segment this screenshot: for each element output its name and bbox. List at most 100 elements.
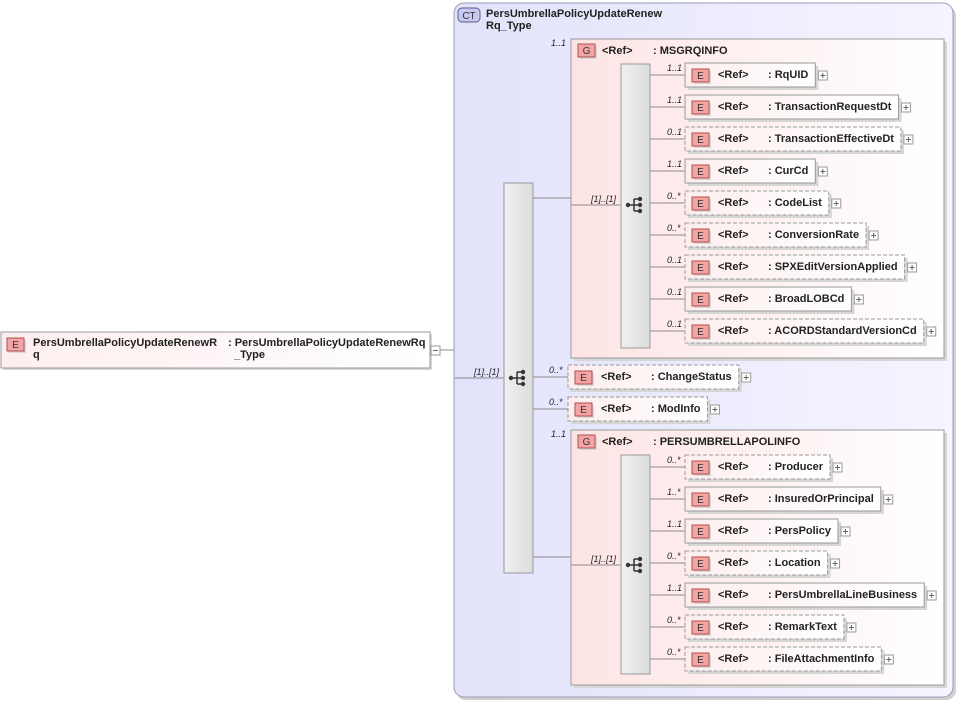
element-name: : RemarkText [768,621,837,633]
element-icon: E [691,620,711,636]
ref-label: <Ref> [718,461,749,473]
ref-label: <Ref> [718,325,749,337]
expand-icon[interactable] [883,654,894,665]
root-element-type: : PersUmbrellaPolicyUpdateRenewRq [228,337,425,349]
expand-icon[interactable] [900,102,911,113]
expand-icon[interactable] [868,230,879,241]
element-cardinality: 0..* [667,223,681,233]
element-cardinality: 0..* [667,191,681,201]
element-name: : FileAttachmentInfo [768,653,875,665]
element-name: : SPXEditVersionApplied [768,261,898,273]
svg-text:E: E [12,340,19,351]
element-cardinality: 1..1 [667,583,682,593]
main-sequence-cardinality: [1]..[1] [473,367,500,377]
svg-text:E: E [697,327,704,338]
element-box[interactable] [684,254,906,280]
svg-text:E: E [697,591,704,602]
element-name: : ChangeStatus [651,371,732,383]
element-cardinality: 0..* [667,551,681,561]
element-row[interactable]: <Ref>: Location [684,550,831,578]
element-box[interactable] [684,486,882,512]
complex-type-name: PersUmbrellaPolicyUpdateRenew [486,8,663,20]
expand-icon[interactable] [709,404,720,415]
root-element-box[interactable] [0,331,431,369]
element-cardinality: 0..1 [667,255,682,265]
sequence-icon [625,556,643,574]
expand-icon[interactable] [926,590,937,601]
collapse-icon[interactable] [430,345,441,356]
element-box[interactable] [684,646,882,672]
element-name: : ACORDStandardVersionCd [768,325,917,337]
expand-icon[interactable] [926,326,937,337]
ref-label: <Ref> [718,197,749,209]
expand-icon[interactable] [883,494,894,505]
element-row[interactable]: <Ref>: BroadLOBCd [684,286,855,314]
expand-icon[interactable] [817,70,828,81]
ref-label: <Ref> [718,525,749,537]
ref-label: <Ref> [718,493,749,505]
element-box[interactable] [684,614,845,640]
element-cardinality: 0..1 [667,287,682,297]
expand-icon[interactable] [840,526,851,537]
svg-text:E: E [697,167,704,178]
element-row[interactable]: <Ref>: InsuredOrPrincipal [684,486,884,514]
element-box[interactable] [684,126,902,152]
element-name: : CurCd [768,165,808,177]
ref-label: <Ref> [718,293,749,305]
element-cardinality: 1..1 [667,519,682,529]
sequence-bar [620,63,651,349]
group-name: : MSGRQINFO [653,45,728,57]
element-icon: E [691,260,711,276]
svg-text:E: E [697,655,704,666]
element-box[interactable] [684,582,925,608]
element-icon: E [691,68,711,84]
expand-icon[interactable] [832,462,843,473]
element-row[interactable]: <Ref>: RemarkText [684,614,847,642]
element-row[interactable]: <Ref>: RqUID [684,62,819,90]
element-cardinality: 0..* [549,397,563,407]
expand-icon[interactable] [741,372,752,383]
element-row[interactable]: <Ref>: ConversionRate [684,222,870,250]
element-icon: E [691,492,711,508]
element-icon: E [691,196,711,212]
sequence-icon [508,369,526,387]
expand-icon[interactable] [907,262,918,273]
element-icon: E [691,556,711,572]
svg-text:CT: CT [462,11,475,22]
ref-label: <Ref> [718,261,749,273]
svg-text:E: E [697,231,704,242]
expand-icon[interactable] [830,558,841,569]
element-name: : Location [768,557,821,569]
element-row[interactable]: <Ref>: PersUmbrellaLineBusiness [684,582,928,610]
element-cardinality: 1..1 [667,159,682,169]
element-box[interactable] [684,94,899,120]
expand-icon[interactable] [846,622,857,633]
sequence-cardinality: [1]..[1] [590,194,617,204]
element-row[interactable]: <Ref>: TransactionRequestDt [684,94,902,122]
expand-icon[interactable] [853,294,864,305]
element-icon: E [691,100,711,116]
expand-icon[interactable] [831,198,842,209]
svg-text:E: E [697,623,704,634]
group-cardinality: 1..1 [551,429,566,439]
element-icon: E [691,324,711,340]
element-box[interactable] [684,286,852,312]
expand-icon[interactable] [903,134,914,145]
element-row[interactable]: <Ref> : ACORDStandardVersionCd [684,318,927,346]
sequence-icon [625,196,643,214]
element-cardinality: 0..* [667,615,681,625]
element-row[interactable]: <Ref>: TransactionEffectiveDt [684,126,904,154]
element-icon: E [691,292,711,308]
ref-label: <Ref> [718,589,749,601]
element-box[interactable] [684,318,925,344]
element-row[interactable]: <Ref> : SPXEditVersionApplied [684,254,908,282]
element-name: : PersPolicy [768,525,832,537]
element-row[interactable]: <Ref>: ChangeStatus [567,364,742,392]
element-box[interactable] [567,364,740,390]
element-row[interactable]: <Ref>: FileAttachmentInfo [684,646,885,674]
group-name: : PERSUMBRELLAPOLINFO [653,436,801,448]
root-element-name: PersUmbrellaPolicyUpdateRenewR [33,337,217,349]
expand-icon[interactable] [817,166,828,177]
element-cardinality: 0..1 [667,319,682,329]
element-box[interactable] [684,222,867,248]
